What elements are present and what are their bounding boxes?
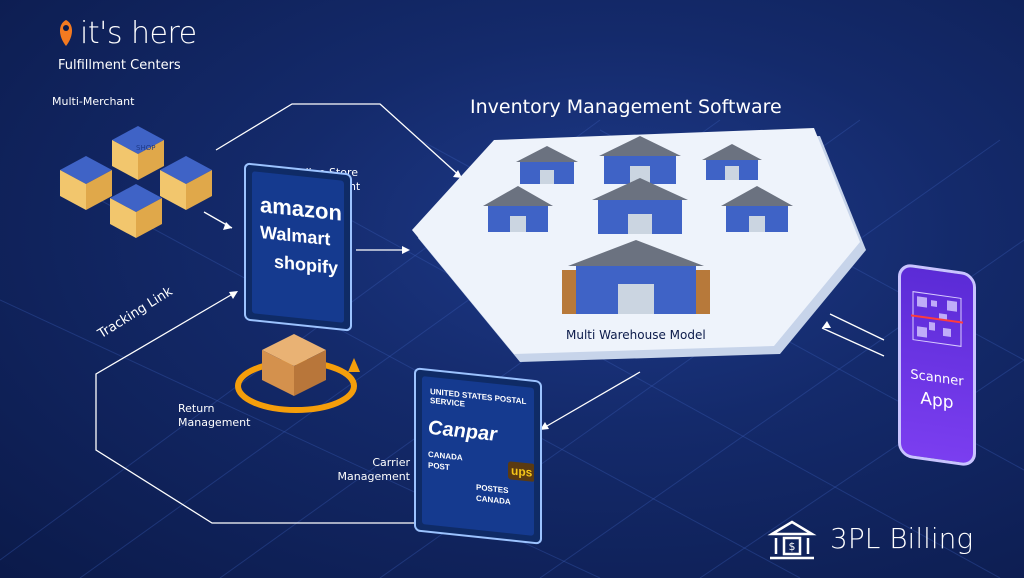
shopify-logo: shopify [274, 251, 339, 279]
walmart-logo: Walmart [260, 222, 331, 250]
shop-icons [60, 126, 212, 238]
multi-merchant-label: Multi-Merchant [52, 95, 135, 108]
carrier-management-label: Carrier Management [337, 456, 410, 483]
shop-sign: SHOP [136, 144, 155, 152]
ups-logo: ups [508, 461, 534, 483]
canada-post-logo: CANADA POST [428, 449, 463, 473]
billing-label: 3PL Billing [830, 522, 974, 555]
store-logos: amazon Walmart shopify [252, 171, 344, 323]
return-management-label: Return Management [178, 402, 251, 429]
location-pin-icon [60, 20, 72, 46]
scanner-app-phone: Scanner App [898, 262, 976, 468]
qr-code-icon [911, 291, 963, 347]
multi-warehouse-label: Multi Warehouse Model [566, 328, 706, 342]
amazon-logo: amazon [260, 192, 342, 226]
inventory-title: Inventory Management Software [470, 96, 782, 118]
postes-canada-logo: POSTES CANADA [476, 482, 511, 507]
warehouse-icons [483, 136, 793, 314]
app-label: App [920, 388, 954, 414]
bank-icon [767, 520, 817, 560]
brand-subtitle: Fulfillment Centers [58, 58, 181, 73]
carrier-panel: UNITED STATES POSTAL SERVICE Canpar CANA… [414, 367, 542, 545]
carrier-logos: UNITED STATES POSTAL SERVICE Canpar CANA… [422, 376, 534, 536]
brand-name: it's here [80, 16, 197, 51]
canpar-logo: Canpar [428, 416, 497, 446]
usps-logo: UNITED STATES POSTAL SERVICE [430, 386, 527, 409]
svg-text:$: $ [789, 540, 796, 553]
online-store-panel: amazon Walmart shopify [244, 162, 352, 332]
package-icon [235, 334, 360, 413]
